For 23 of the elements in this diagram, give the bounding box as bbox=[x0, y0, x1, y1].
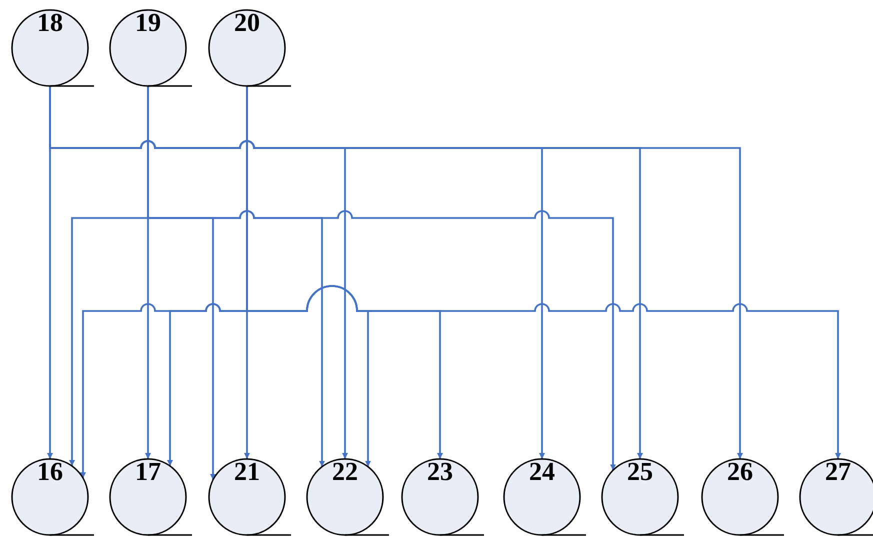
node-number: 22 bbox=[331, 457, 359, 487]
node-number: 26 bbox=[726, 457, 754, 487]
node-number: 24 bbox=[528, 457, 556, 487]
node-number: 23 bbox=[426, 457, 454, 487]
storage-circle bbox=[400, 457, 486, 537]
storage-circle bbox=[10, 457, 96, 537]
node-number: 27 bbox=[824, 457, 852, 487]
storage-circle bbox=[600, 457, 686, 537]
storage-circle bbox=[502, 457, 588, 537]
node-number: 18 bbox=[36, 8, 64, 38]
node-number: 17 bbox=[134, 457, 162, 487]
storage-circle bbox=[108, 457, 194, 537]
node-number: 20 bbox=[233, 8, 261, 38]
node-number: 25 bbox=[626, 457, 654, 487]
storage-circle bbox=[108, 8, 194, 88]
node-number: 19 bbox=[134, 8, 162, 38]
node-number: 16 bbox=[36, 457, 64, 487]
storage-circle bbox=[10, 8, 96, 88]
storage-circle bbox=[207, 457, 293, 537]
storage-circle bbox=[700, 457, 786, 537]
storage-circle bbox=[305, 457, 391, 537]
node-number: 21 bbox=[233, 457, 261, 487]
storage-circle bbox=[207, 8, 293, 88]
